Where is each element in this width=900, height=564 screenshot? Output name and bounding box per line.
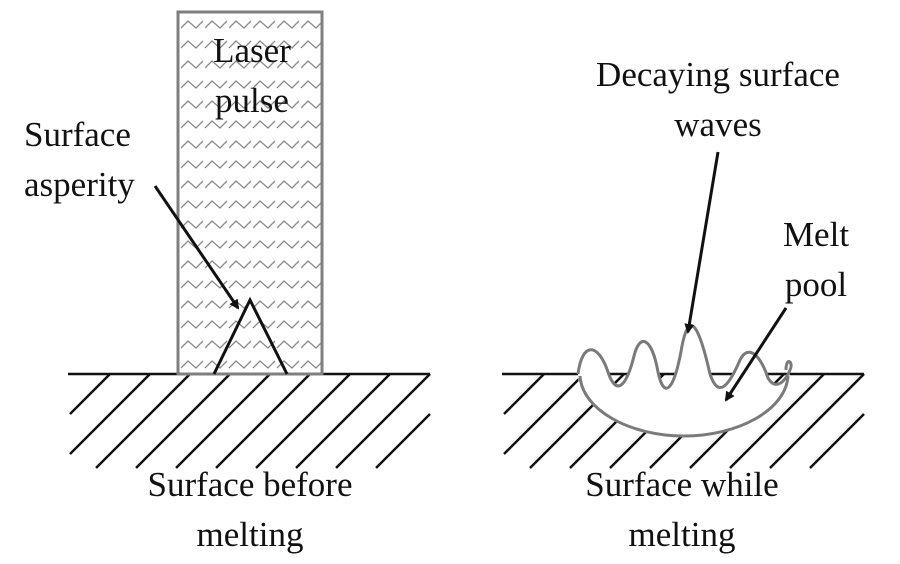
melt-pool-label-2: pool	[785, 265, 848, 304]
laser-pulse-label-2: pulse	[215, 81, 289, 120]
left-caption-2: melting	[197, 515, 304, 554]
melt-pool-fill	[578, 325, 790, 436]
melt-pool-arrow	[724, 307, 788, 402]
melt-pool-outline	[578, 375, 790, 438]
asperity-label-1: Surface	[24, 115, 131, 154]
laser-pulse-label-1: Laser	[213, 31, 291, 70]
left-hatched-ground	[68, 372, 431, 469]
asperity-arrow	[153, 185, 240, 310]
left-caption-1: Surface before	[147, 465, 352, 504]
surface-asperity-triangle	[212, 296, 289, 375]
laser-pulse-beam	[176, 10, 324, 376]
left-hatching	[69, 373, 431, 469]
waves-arrow	[684, 151, 720, 334]
right-caption-2: melting	[629, 515, 736, 554]
waves-label-1: Decaying surface	[596, 55, 840, 94]
right-caption-1: Surface while	[585, 465, 778, 504]
asperity-label-2: asperity	[24, 165, 135, 204]
waves-label-2: waves	[674, 105, 761, 144]
melt-pool-label-1: Melt	[783, 215, 849, 254]
